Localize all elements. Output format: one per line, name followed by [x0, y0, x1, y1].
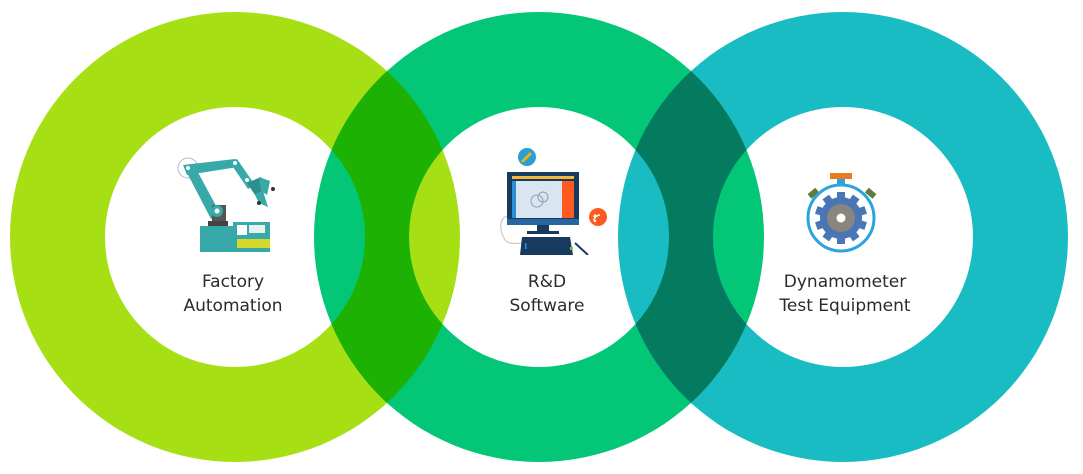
label-line-1: Dynamometer [783, 272, 907, 292]
label-rd-software: R&D Software [437, 270, 657, 318]
label-line-1: Factory [201, 272, 265, 292]
gear-tooth [837, 236, 845, 244]
gear-tooth [837, 192, 845, 200]
robot-arm-icon [177, 157, 275, 252]
stopwatch-gear-icon [806, 173, 877, 253]
label-line-2: Test Equipment [779, 296, 911, 316]
label-dynamometer: Dynamometer Test Equipment [735, 270, 955, 318]
label-factory-automation: Factory Automation [123, 270, 343, 318]
label-line-2: Automation [183, 296, 283, 316]
overlap-left-middle [314, 12, 460, 462]
label-line-2: Software [509, 296, 585, 316]
label-line-1: R&D [527, 272, 567, 292]
computer-monitor-icon [500, 148, 607, 255]
overlap-middle-right [618, 12, 764, 462]
